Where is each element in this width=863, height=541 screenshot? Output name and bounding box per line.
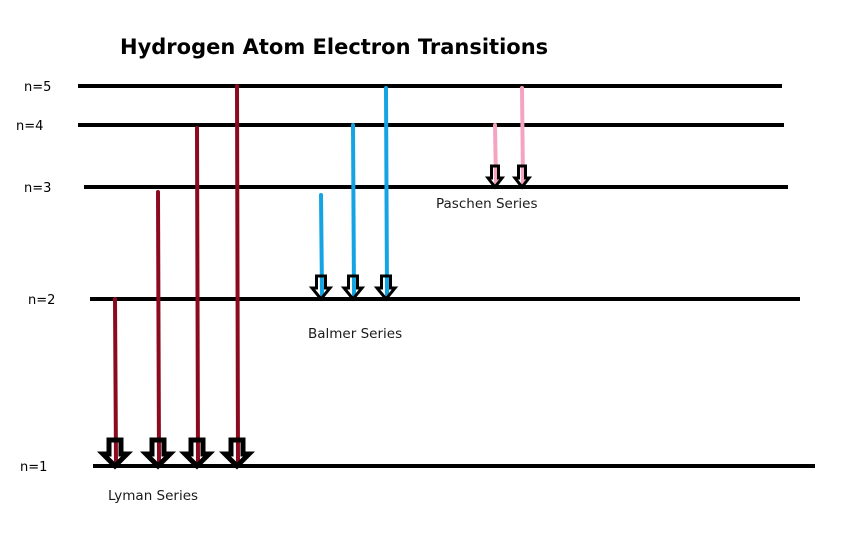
- arrowhead-icon: [139, 437, 177, 470]
- series-label: Balmer Series: [308, 326, 402, 342]
- arrowhead-icon: [340, 274, 366, 302]
- transition-line: [235, 84, 240, 464]
- transition-line: [319, 193, 324, 297]
- arrowhead-icon: [484, 164, 506, 190]
- transition-arrow-5-to-3: [511, 86, 533, 190]
- transition-arrow-5-to-1: [218, 84, 256, 470]
- arrowhead-icon: [373, 274, 399, 302]
- energy-levels: n=5 n=4 n=3 n=2 n=1: [16, 80, 815, 475]
- transition-line: [351, 123, 356, 297]
- arrowhead-icon: [511, 164, 533, 190]
- transition-line: [156, 190, 161, 464]
- energy-level-label: n=1: [20, 460, 47, 475]
- transition-line: [493, 123, 498, 185]
- transition-arrow-4-to-1: [178, 126, 216, 470]
- energy-level-label: n=5: [24, 80, 51, 95]
- transition-arrow-3-to-2: [308, 193, 334, 302]
- series-label: Lyman Series: [108, 488, 198, 504]
- energy-level-label: n=3: [24, 181, 51, 196]
- diagram-title: Hydrogen Atom Electron Transitions: [120, 35, 548, 59]
- series-labels: Lyman Series Balmer Series Paschen Series: [108, 196, 538, 504]
- series-label: Paschen Series: [436, 196, 538, 212]
- transition-line: [384, 86, 389, 297]
- transition-arrow-3-to-1: [139, 190, 177, 470]
- arrowhead-icon: [308, 274, 334, 302]
- transition-arrow-4-to-3: [484, 123, 506, 190]
- transition-line: [113, 297, 118, 464]
- arrowhead-icon: [96, 437, 134, 470]
- energy-level-label: n=4: [16, 119, 43, 134]
- energy-level-label: n=2: [28, 293, 55, 308]
- transition-arrow-5-to-2: [373, 86, 399, 302]
- transition-arrows: [96, 84, 533, 470]
- transition-arrow-2-to-1: [96, 297, 134, 470]
- arrowhead-icon: [218, 437, 256, 470]
- transition-arrow-4-to-2: [340, 123, 366, 302]
- transition-line: [195, 126, 200, 464]
- transition-line: [520, 86, 525, 185]
- arrowhead-icon: [178, 437, 216, 470]
